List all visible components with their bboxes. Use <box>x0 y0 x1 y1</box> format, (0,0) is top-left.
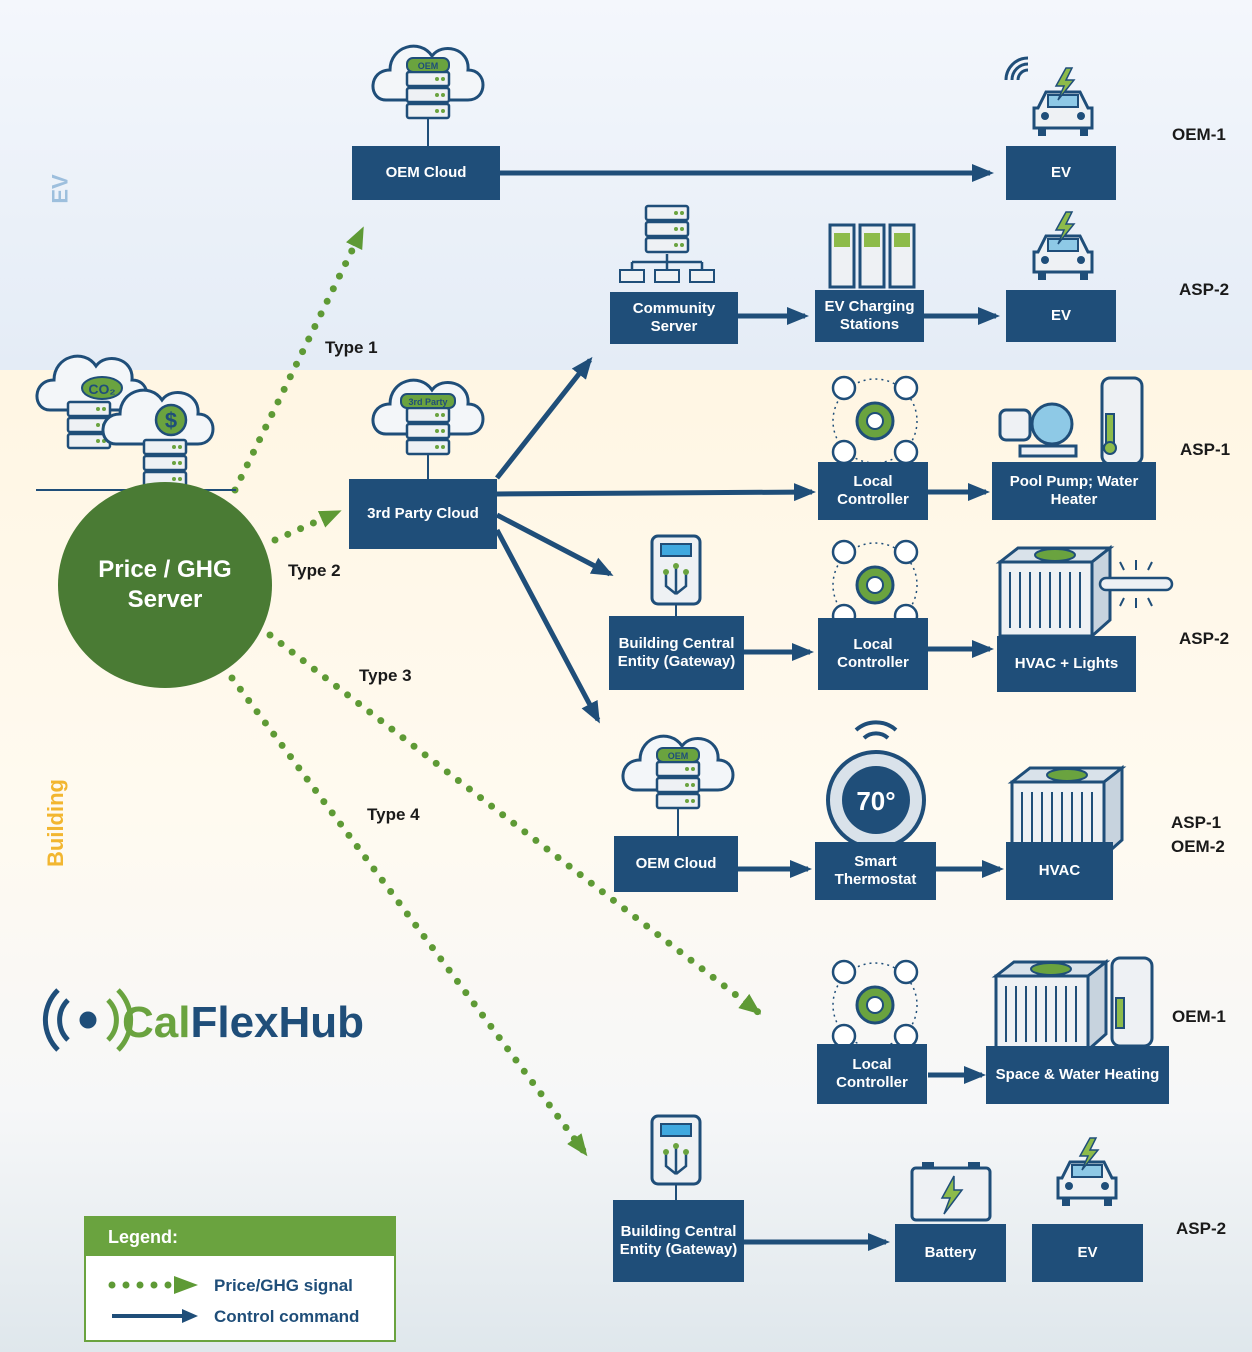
row2-label: ASP-2 <box>1179 280 1230 299</box>
controller-icon-r3 <box>831 375 919 465</box>
wifi-icon-r1 <box>1004 56 1029 81</box>
space-water-heating-box: Space & Water Heating <box>986 1046 1169 1104</box>
ev-car-icon-r7 <box>1056 1136 1118 1208</box>
legend-control-label: Control command <box>214 1307 360 1326</box>
row5-label-a: ASP-1 <box>1171 813 1222 832</box>
pool-pump-box: Pool Pump; Water Heater <box>992 462 1156 520</box>
hvac-lights-box: HVAC + Lights <box>997 636 1136 692</box>
local-controller-box-r3: Local Controller <box>818 462 928 520</box>
local-controller-box-r6: Local Controller <box>817 1044 927 1104</box>
svg-text:OEM: OEM <box>418 61 439 71</box>
signal-arrow-type2 <box>271 508 342 544</box>
row6-label: OEM-1 <box>1172 1007 1226 1026</box>
dollar-cloud-icon: $ <box>101 388 215 488</box>
battery-box: Battery <box>895 1224 1006 1282</box>
signal-arrow-type4 <box>228 674 589 1157</box>
pool-pump-icon <box>998 402 1078 458</box>
legend: Legend: Price/GHG signal Control command <box>84 1216 396 1342</box>
local-controller-box-r4: Local Controller <box>818 618 928 690</box>
calflexhub-logo-icon <box>42 988 134 1052</box>
ev-box-r2: EV <box>1006 290 1116 342</box>
light-tube-icon <box>1098 560 1174 608</box>
type4-label: Type 4 <box>367 805 420 824</box>
ev-car-icon-r1 <box>1032 66 1094 138</box>
signal-arrow-type1 <box>231 226 366 494</box>
legend-signal-label: Price/GHG signal <box>214 1276 353 1295</box>
svg-text:70°: 70° <box>856 786 895 816</box>
community-server-box: Community Server <box>610 292 738 344</box>
ev-box-r7: EV <box>1032 1224 1143 1282</box>
row4-label: ASP-2 <box>1179 629 1230 648</box>
oem-cloud-icon-r5: OEM <box>621 734 735 836</box>
row7-label: ASP-2 <box>1176 1219 1227 1238</box>
oem-cloud-box-r5: OEM Cloud <box>614 836 738 892</box>
water-heater-icon-r6 <box>1110 956 1154 1048</box>
building-section-title: Building <box>42 779 68 867</box>
hvac-icon-r4 <box>998 546 1112 638</box>
type2-label: Type 2 <box>288 561 341 580</box>
legend-swatches <box>108 1276 198 1323</box>
controller-icon-r4 <box>831 539 919 629</box>
signal-arrow-type3 <box>266 631 762 1016</box>
row1-label: OEM-1 <box>1172 125 1226 144</box>
smart-thermostat-box: Smart Thermostat <box>815 842 936 900</box>
ev-charging-icon <box>828 223 916 289</box>
ev-car-icon-r2 <box>1032 210 1094 282</box>
water-heater-icon <box>1100 376 1144 466</box>
calflexhub-logo: CalFlexHub <box>122 998 364 1048</box>
controller-icon-r6 <box>831 959 919 1049</box>
third-party-cloud-box: 3rd Party Cloud <box>349 479 497 549</box>
signal-arrows <box>228 226 762 1157</box>
building-central-box-r4: Building Central Entity (Gateway) <box>609 616 744 690</box>
hvac-box: HVAC <box>1006 842 1113 900</box>
gateway-icon-r7 <box>650 1114 702 1200</box>
svg-text:OEM: OEM <box>668 751 689 761</box>
logo-part1: Cal <box>122 998 191 1047</box>
oem-cloud-icon-top: OEM <box>371 44 485 146</box>
third-party-cloud-icon: 3rd Party <box>371 378 485 480</box>
row5-label-b: OEM-2 <box>1171 837 1225 856</box>
legend-title: Legend: <box>86 1218 394 1256</box>
building-central-box-r7: Building Central Entity (Gateway) <box>613 1200 744 1282</box>
co2-cloud-icon: CO₂ <box>35 354 149 450</box>
community-server-icon <box>619 204 715 283</box>
price-ghg-server-hub: Price / GHG Server <box>58 482 272 688</box>
svg-text:3rd Party: 3rd Party <box>408 397 447 407</box>
gateway-icon-r4 <box>650 534 702 616</box>
svg-text:$: $ <box>165 408 177 433</box>
hvac-icon-r6 <box>994 960 1108 1052</box>
hub-line2: Server <box>127 586 203 613</box>
type1-label: Type 1 <box>325 338 378 357</box>
oem-cloud-box-top: OEM Cloud <box>352 146 500 200</box>
hub-line1: Price / GHG <box>98 556 232 583</box>
battery-icon <box>910 1162 992 1222</box>
row3-label: ASP-1 <box>1180 440 1231 459</box>
ev-box-r1: EV <box>1006 146 1116 200</box>
control-arrows <box>494 164 1004 1251</box>
ev-charging-box: EV Charging Stations <box>815 290 924 342</box>
ev-section-title: EV <box>47 174 73 204</box>
svg-text:CO₂: CO₂ <box>88 381 115 397</box>
logo-part2: FlexHub <box>190 998 365 1047</box>
thermostat-icon: 70° <box>826 720 926 850</box>
type3-label: Type 3 <box>359 666 412 685</box>
